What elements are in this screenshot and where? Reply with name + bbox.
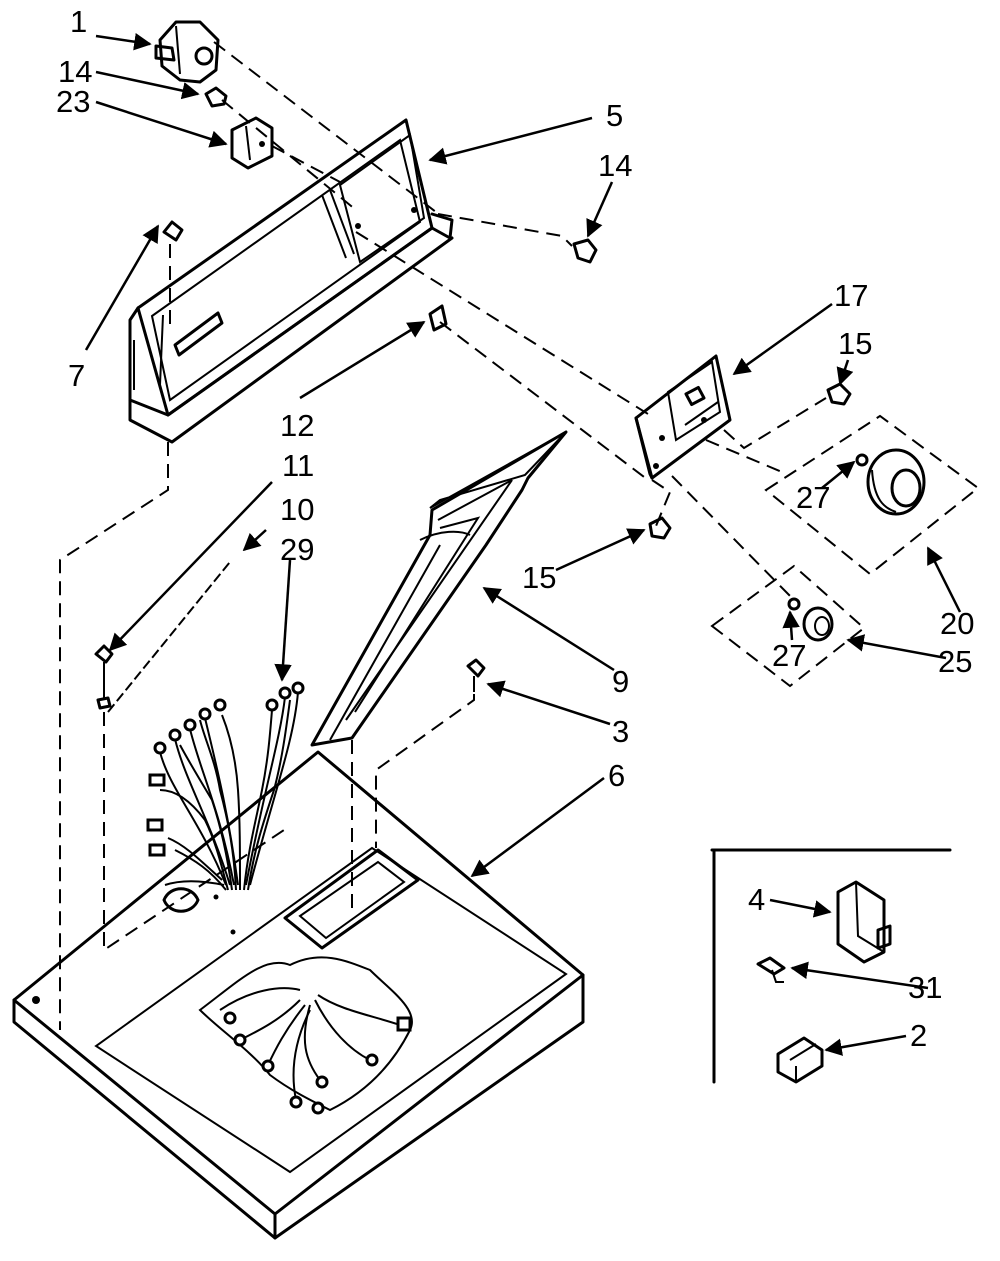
inset-parts-box [710,848,952,1084]
callout-9: 9 [612,664,629,699]
callout-15: 15 [838,326,872,361]
screw-part-14b [572,238,598,264]
screw-part-14a [204,86,228,108]
callout-4: 4 [748,882,765,917]
callout-12: 12 [280,408,314,443]
knob-kit-25 [710,564,866,688]
callout-20: 20 [940,606,974,641]
screw-part-15b [648,516,672,540]
wiring-harness-base [198,956,413,1115]
callout-5: 5 [606,98,623,133]
screw-part-7 [162,220,184,242]
top-cover-part [12,750,585,1240]
callout-7: 7 [68,358,85,393]
wire-part-10 [107,561,231,713]
callout-27: 27 [796,480,830,515]
callout-14: 14 [58,54,92,89]
callout-3: 3 [612,714,629,749]
screw-part-3 [466,658,486,692]
switch-part-4 [836,880,892,964]
callout-15: 15 [522,560,556,595]
callout-14: 14 [598,148,632,183]
leader-arrows [84,33,962,1056]
callout-labels: 1 14 23 5 14 7 17 15 12 11 10 29 27 15 2… [56,4,974,1053]
screw-part-15a [826,382,852,406]
lint-screen-part [310,430,568,747]
callout-11: 11 [282,448,314,483]
callout-6: 6 [608,758,625,793]
timer-part [154,20,220,84]
callout-1: 1 [70,4,87,39]
callout-31: 31 [908,970,942,1005]
screw-part-11 [94,644,114,710]
console-rear-panel-part [634,354,732,480]
callout-2: 2 [910,1018,927,1053]
callout-17: 17 [834,278,868,313]
switch-part-23 [230,116,274,170]
callout-10: 10 [280,492,314,527]
clip-part-31 [756,956,786,983]
callout-27: 27 [772,638,806,673]
callout-29: 29 [280,532,314,567]
callout-23: 23 [56,84,90,119]
callout-25: 25 [938,644,972,679]
knob-kit-20 [764,414,980,576]
wiring-harness-29 [146,681,305,913]
clip-part-12 [428,304,448,332]
control-panel-part [128,118,454,444]
assembly-lines [59,41,827,1030]
connector-part-2 [776,1036,824,1084]
